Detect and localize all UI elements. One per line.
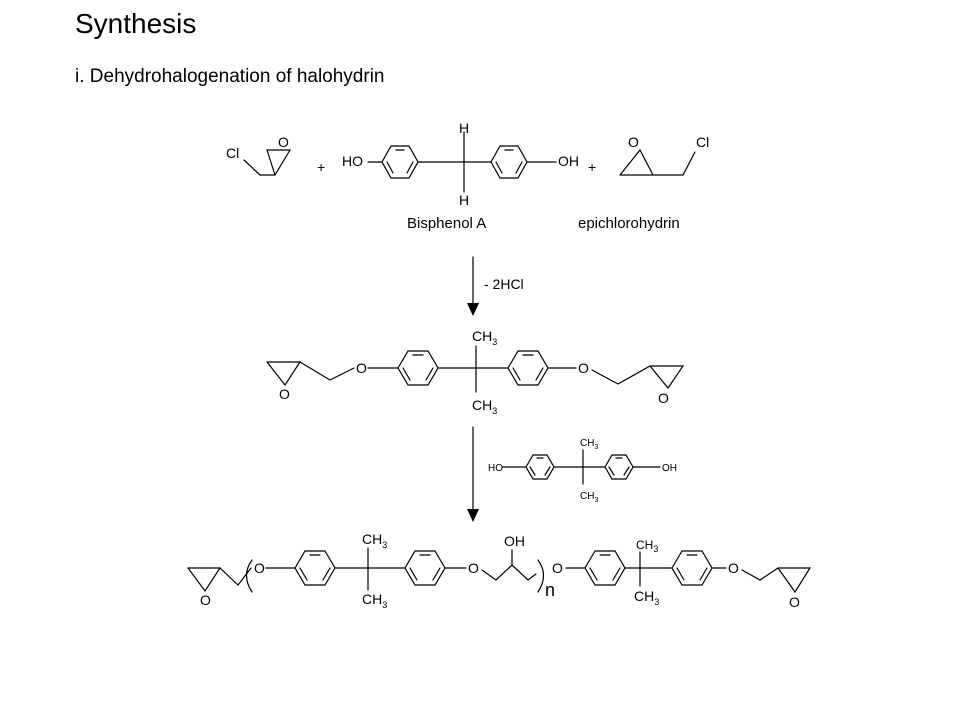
- elimination-condition: - 2HCl: [484, 276, 524, 292]
- hydroxyl-label: HO: [488, 463, 503, 474]
- oxygen-label: O: [279, 386, 290, 402]
- methyl-top-label: CH3: [580, 438, 598, 451]
- bisphenol-a-molecule: HO H H OH Bisphenol A: [342, 120, 579, 232]
- repeat-count-n: n: [545, 580, 555, 600]
- chlorine-label: Cl: [696, 134, 709, 150]
- oxygen-label: O: [356, 360, 367, 376]
- methyl-top-label: CH3: [362, 531, 387, 550]
- oxygen-label: O: [278, 134, 289, 150]
- oxygen-label: O: [578, 360, 589, 376]
- epoxy-resin-polymer: O O CH3 CH3 O OH n O CH3 CH3 O O: [187, 531, 812, 610]
- bisphenol-a-caption: Bisphenol A: [407, 215, 486, 232]
- hydrogen-bottom-label: H: [459, 192, 469, 208]
- oxygen-label: O: [254, 560, 265, 576]
- oxygen-label: O: [200, 592, 211, 608]
- slide-subtitle: i. Dehydrohalogenation of halohydrin: [75, 66, 385, 87]
- reaction-arrow-1: [467, 256, 479, 316]
- oxygen-label: O: [658, 390, 669, 406]
- methyl-bottom-label: CH3: [580, 491, 598, 504]
- hydroxyl-label: OH: [662, 463, 677, 474]
- epichlorohydrin-right-molecule: O Cl epichlorohydrin: [578, 134, 709, 232]
- hydrogen-top-label: H: [459, 120, 469, 136]
- reaction-arrow-2: [467, 426, 479, 522]
- oxygen-label: O: [468, 560, 479, 576]
- bracket-open: [245, 559, 253, 593]
- oxygen-label: O: [628, 134, 639, 150]
- epichlorohydrin-caption: epichlorohydrin: [578, 215, 680, 232]
- methyl-bottom-label: CH3: [472, 397, 497, 416]
- hydroxyl-label: OH: [504, 533, 525, 549]
- hydroxyl-label: HO: [342, 153, 363, 169]
- methyl-bottom-label: CH3: [634, 588, 659, 607]
- oxygen-label: O: [728, 560, 739, 576]
- methyl-top-label: CH3: [472, 328, 497, 347]
- diglycidyl-ether-molecule: O O CH3 CH3 O O: [266, 328, 685, 416]
- bracket-close: [537, 559, 545, 593]
- chlorine-label: Cl: [226, 145, 239, 161]
- oxygen-label: O: [789, 594, 800, 610]
- methyl-bottom-label: CH3: [362, 591, 387, 610]
- hydroxyl-label: OH: [558, 153, 579, 169]
- oxygen-label: O: [552, 560, 563, 576]
- slide-title: Synthesis: [75, 8, 197, 39]
- bisphenol-a-reagent: HO CH3 CH3 OH: [488, 438, 677, 504]
- epichlorohydrin-left-molecule: Cl O: [226, 134, 292, 176]
- methyl-top-label: CH3: [636, 538, 658, 554]
- plus-sign: +: [317, 159, 325, 175]
- plus-sign: +: [588, 159, 596, 175]
